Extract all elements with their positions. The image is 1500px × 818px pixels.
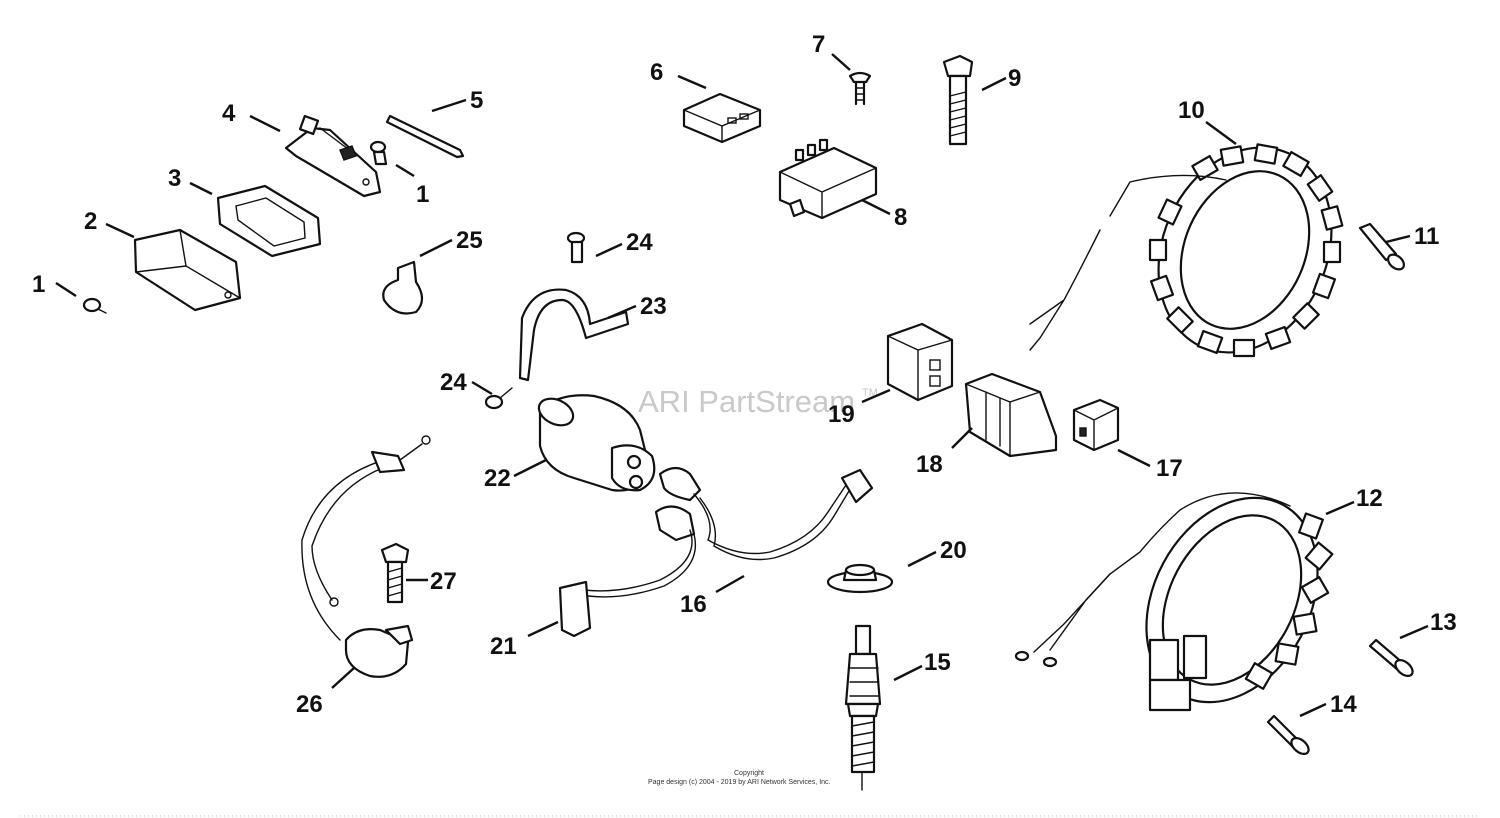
callout-3: 3	[168, 165, 181, 192]
part-1-screw[interactable]	[55, 281, 107, 314]
part-12-stator[interactable]	[1014, 468, 1355, 732]
part-23-strap[interactable]	[518, 288, 637, 382]
callout-24b: 24	[440, 369, 467, 396]
part-22-coil[interactable]	[513, 394, 656, 492]
callout-6: 6	[650, 59, 663, 86]
part-1-screw-upper[interactable]	[369, 140, 415, 178]
callout-21: 21	[490, 633, 517, 660]
part-14-screw[interactable]	[1266, 702, 1327, 757]
callout-25: 25	[456, 227, 483, 254]
part-26-condenser[interactable]	[301, 435, 431, 689]
callout-20: 16	[680, 591, 707, 618]
callout-27: 27	[430, 568, 457, 595]
callout-7: 7	[812, 31, 825, 58]
callout-16: 20	[940, 537, 967, 564]
callout-14: 14	[1330, 691, 1357, 718]
part-16-washer[interactable]	[826, 550, 937, 594]
part-24-screw-upper[interactable]	[566, 231, 623, 264]
part-19-terminal[interactable]	[861, 322, 954, 404]
callout-8: 8	[894, 204, 907, 231]
part-9-long-bolt[interactable]	[942, 54, 1007, 146]
part-3-gasket[interactable]	[189, 181, 322, 258]
callout-24a: 24	[626, 229, 653, 256]
callout-22: 22	[484, 465, 511, 492]
callout-23: 23	[640, 293, 667, 320]
callout-19: 19	[828, 401, 855, 428]
part-18-connector[interactable]	[951, 372, 1058, 458]
part-21-boot[interactable]	[527, 505, 696, 638]
copyright-line-1: Copyright	[734, 770, 764, 777]
callout-26: 26	[296, 691, 323, 718]
part-10-stator[interactable]	[1029, 120, 1363, 380]
callout-4: 4	[222, 100, 236, 127]
watermark-text: ARI PartStream	[638, 384, 855, 419]
part-13-screw[interactable]	[1368, 624, 1429, 679]
part-17-connector[interactable]	[1072, 398, 1151, 468]
part-8-regulator[interactable]	[778, 138, 891, 220]
callout-2: 2	[84, 208, 97, 235]
part-7-bolt[interactable]	[831, 53, 872, 106]
part-6-connector[interactable]	[677, 74, 762, 144]
callout-1b: 1	[416, 181, 429, 208]
callout-9: 9	[1008, 65, 1021, 92]
copyright-line-2: Page design (c) 2004 - 2019 by ARI Netwo…	[648, 779, 831, 786]
callout-1a: 1	[32, 271, 45, 298]
part-11-screw[interactable]	[1358, 222, 1411, 272]
callout-12: 12	[1356, 485, 1383, 512]
callout-10: 10	[1178, 97, 1205, 124]
part-25-clip[interactable]	[382, 238, 453, 315]
part-24-screw-lower[interactable]	[471, 380, 513, 410]
callout-17: 17	[1156, 455, 1183, 482]
part-15-spark-plug[interactable]	[844, 624, 923, 791]
part-4-bracket[interactable]	[249, 114, 382, 198]
callout-11: 11	[1414, 223, 1439, 250]
callout-18: 18	[916, 451, 943, 478]
part-5-rod[interactable]	[385, 98, 467, 159]
part-27-bolt[interactable]	[380, 542, 428, 604]
part-2-cover[interactable]	[105, 222, 242, 312]
callout-15: 15	[924, 649, 951, 676]
callout-13: 13	[1430, 609, 1457, 636]
callout-5: 5	[470, 87, 483, 114]
part-20-lead[interactable]	[658, 466, 874, 594]
